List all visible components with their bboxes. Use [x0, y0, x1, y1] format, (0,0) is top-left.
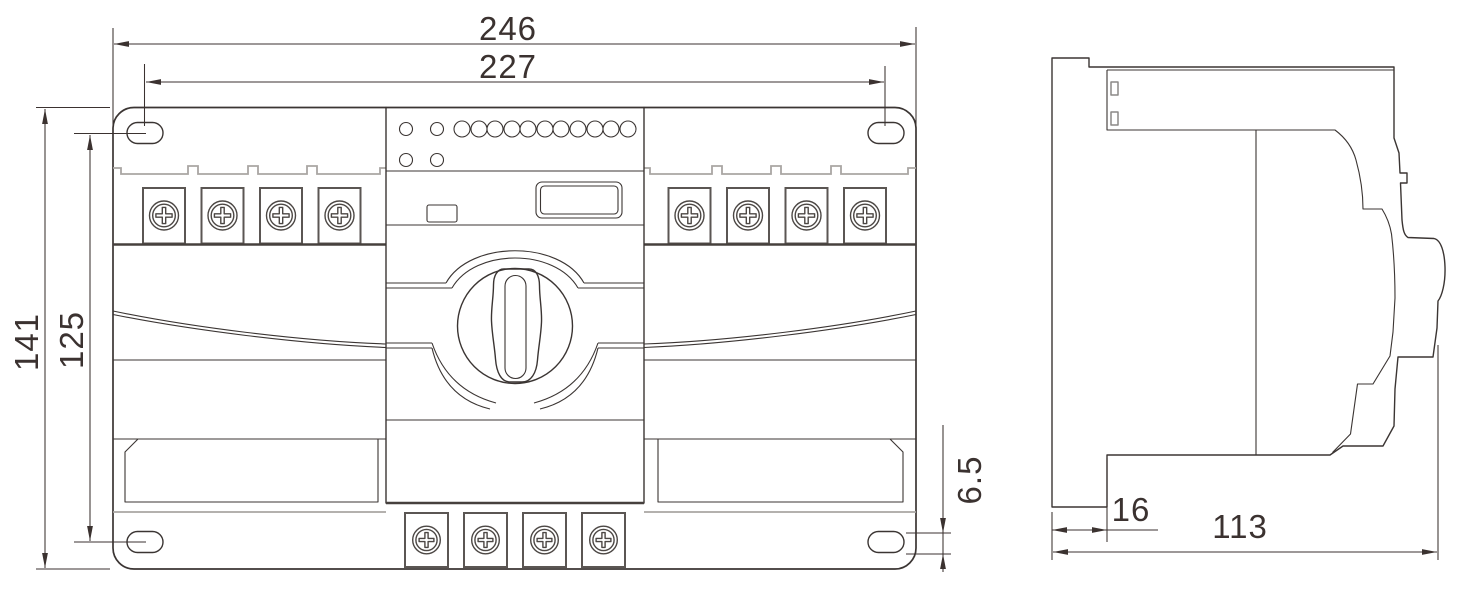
terminal-screw-icon	[732, 200, 764, 231]
flange-notch-lines	[113, 165, 916, 175]
terminal-screw-icon	[324, 200, 355, 231]
terminal-screw-icon	[530, 525, 559, 555]
led-indicator	[586, 120, 604, 138]
led-indicator	[503, 120, 521, 138]
rotary-switch	[386, 250, 644, 410]
dim-step-width-label: 16	[1112, 491, 1151, 528]
cover-wave-right	[643, 310, 917, 349]
dim-overall-height: 141	[8, 106, 110, 570]
dimensions: 246 227 141 125 6.5	[8, 10, 1439, 572]
dim-hole-spacing-x-label: 227	[479, 48, 537, 85]
terminal-screw-icon	[674, 200, 705, 231]
bottom-terminal-bank	[404, 512, 626, 568]
front-body-outline	[112, 106, 917, 570]
terminal-block	[581, 512, 626, 568]
dim-overall-width-label: 246	[479, 10, 537, 47]
side-slot	[1110, 111, 1119, 126]
terminal-screw-icon	[265, 200, 297, 231]
led-indicator	[398, 152, 414, 168]
side-inner-contour	[1106, 70, 1396, 453]
flange-notch-line-right	[644, 165, 916, 175]
dim-hole-spacing-x: 227	[143, 48, 886, 126]
dim-hole-spacing-y: 125	[53, 132, 146, 543]
led-indicator	[552, 120, 570, 138]
side-view	[1051, 57, 1446, 508]
terminal-screw-icon	[589, 525, 618, 555]
terminal-screw-icon	[791, 200, 822, 231]
mount-hole-top-right	[867, 121, 905, 145]
terminal-block	[463, 512, 508, 568]
flange-notch-line-left	[113, 165, 386, 175]
center-module	[385, 106, 645, 505]
led-indicator	[519, 120, 537, 138]
led-indicator	[536, 120, 554, 138]
center-module-edges	[385, 106, 645, 504]
dim-step-width: 16	[1051, 458, 1158, 560]
display-window-outer	[535, 181, 623, 219]
terminal-screw-icon	[148, 200, 180, 231]
dim-slot-height-label: 6.5	[951, 456, 988, 505]
mount-hole-bottom-right	[867, 530, 905, 554]
dim-slot-height: 6.5	[906, 425, 988, 572]
rotary-arc-bottom	[386, 342, 644, 410]
left-terminal-bank	[113, 187, 386, 246]
led-indicator	[619, 120, 637, 138]
led-indicator	[569, 120, 587, 138]
cover-wave-left	[112, 310, 387, 349]
terminal-screw-icon	[412, 525, 441, 555]
side-body-outline	[1051, 57, 1446, 508]
dim-overall-width: 246	[112, 10, 917, 128]
label-recess-right	[657, 438, 904, 503]
rotary-handle-outline	[490, 268, 543, 383]
terminal-block	[404, 512, 449, 568]
terminal-screw-icon	[207, 200, 238, 231]
cover-contours	[112, 310, 917, 513]
rotary-handle-grip	[504, 274, 527, 380]
terminal-screw-icon	[849, 200, 881, 231]
led-indicator	[453, 120, 471, 138]
right-terminal-bank	[644, 187, 916, 246]
led-indicator	[602, 120, 620, 138]
front-view	[112, 106, 917, 570]
led-indicator	[429, 121, 445, 137]
side-slot	[1110, 81, 1119, 96]
terminal-screw-icon	[471, 525, 500, 555]
rotary-dial	[456, 267, 574, 385]
indicator-leds	[398, 120, 637, 168]
terminal-block	[522, 512, 567, 568]
led-indicator	[486, 120, 504, 138]
label-recess-left	[124, 438, 379, 503]
dim-overall-depth-label: 113	[1212, 508, 1268, 545]
led-indicator	[429, 152, 445, 168]
side-mount-slots	[1110, 81, 1119, 126]
dim-hole-spacing-y-label: 125	[53, 311, 90, 369]
dim-overall-depth: 113	[1053, 345, 1439, 560]
reset-button	[426, 204, 458, 223]
dim-overall-height-label: 141	[8, 313, 45, 371]
rotary-arc-top	[386, 250, 644, 289]
display-window-inner	[539, 185, 619, 215]
led-indicator	[398, 121, 414, 137]
led-indicator	[470, 120, 488, 138]
